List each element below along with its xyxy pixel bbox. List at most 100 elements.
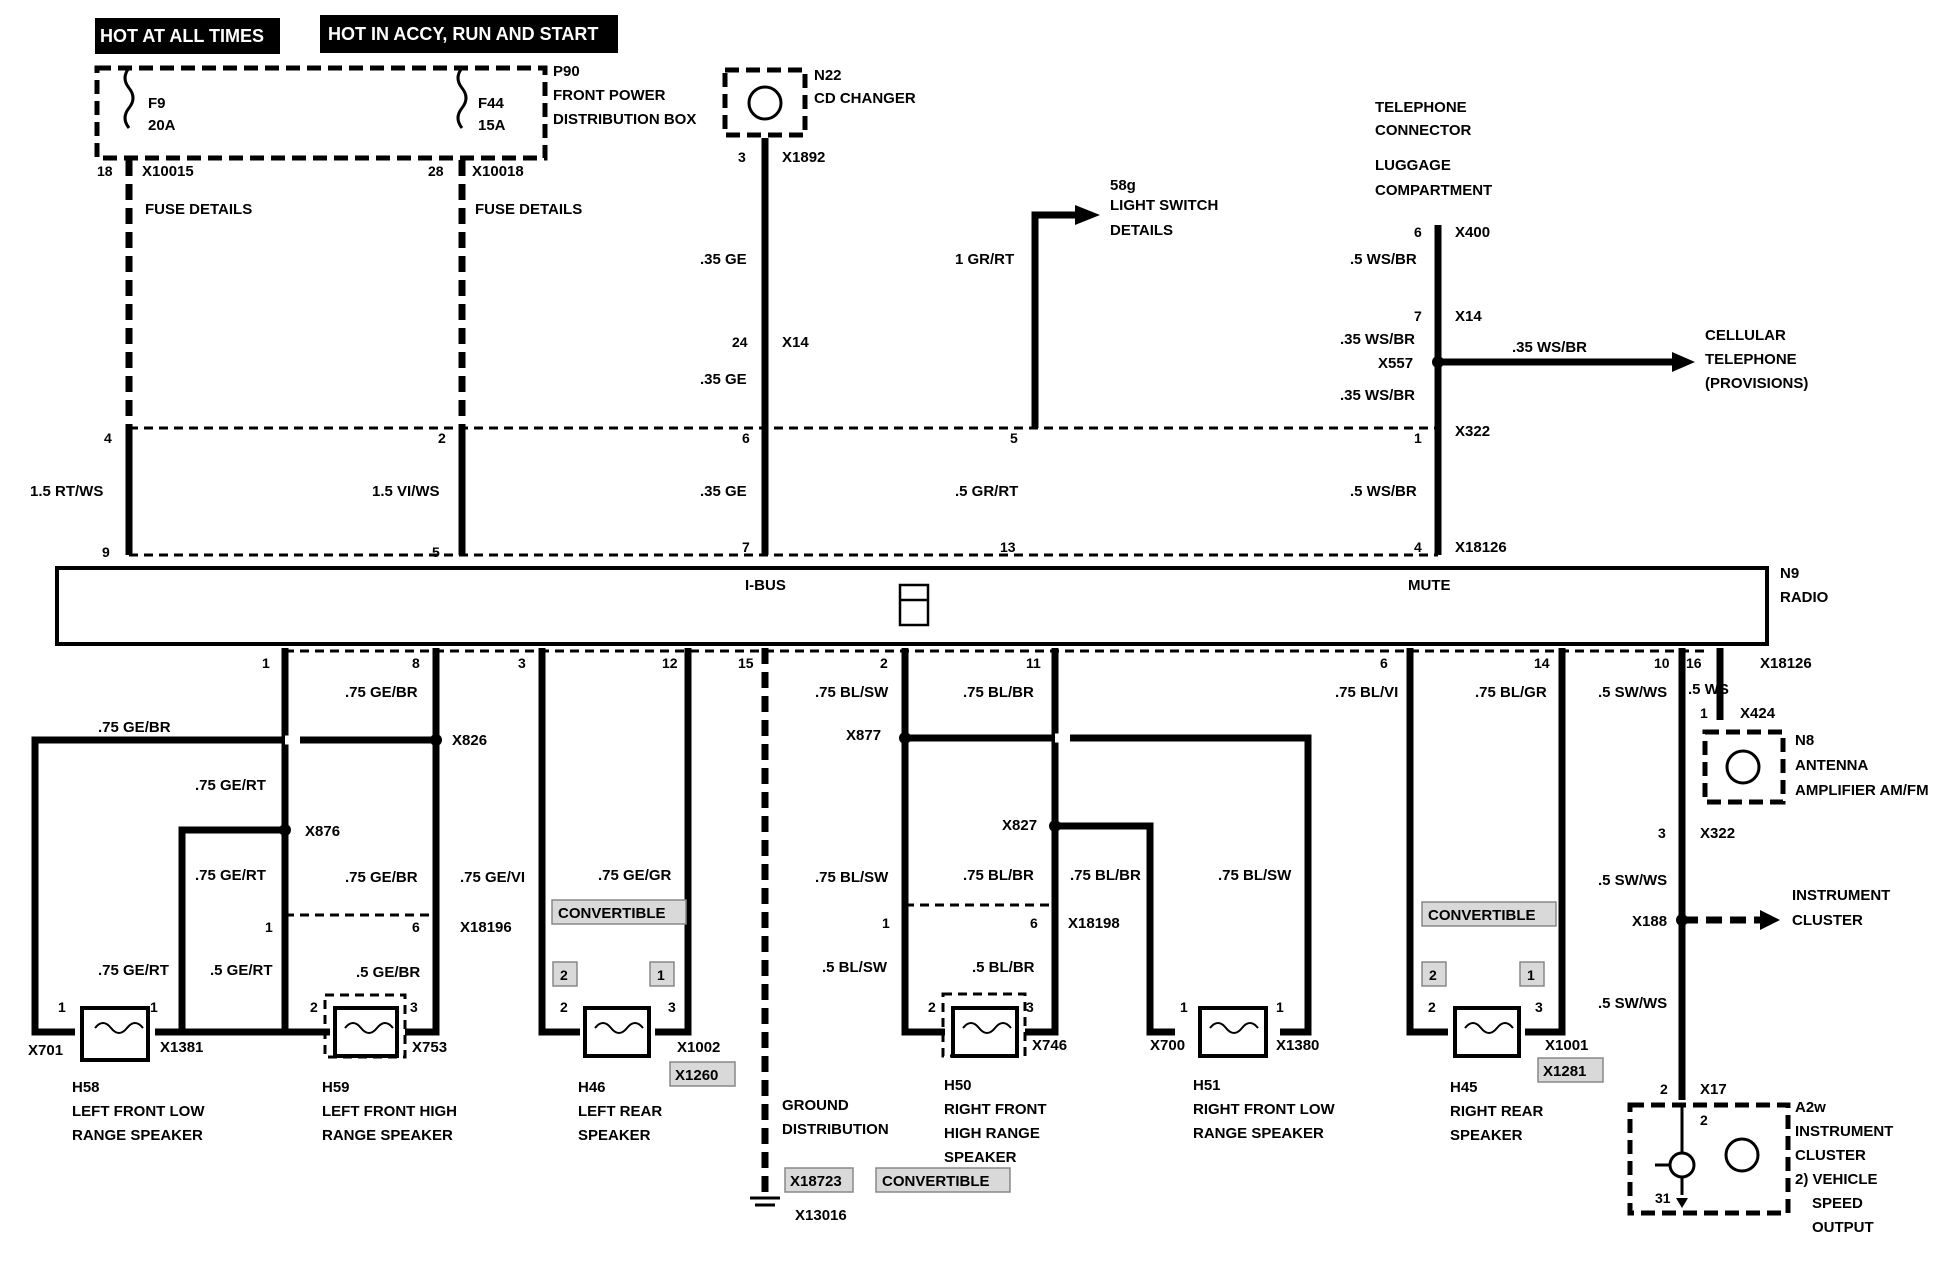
fusebox-id: P90 [553,63,580,80]
feed-wire-1: .5 SW/WS [1598,872,1667,889]
tel-line4: COMPARTMENT [1375,182,1492,199]
h45-id: H45 [1450,1079,1478,1096]
speaker-h51-coil [1209,1022,1259,1034]
h58-line1: LEFT FRONT LOW [72,1103,205,1120]
h50-line1: RIGHT FRONT [944,1101,1047,1118]
wire-light-switch [1031,211,1080,428]
cd-changer-id: N22 [814,67,842,84]
h45-tag-1-text: 1 [1527,967,1535,983]
light-switch-id: 58g [1110,177,1136,194]
wire-label-blgr: .75 BL/GR [1475,684,1547,701]
h45-line2: SPEAKER [1450,1127,1523,1144]
h46-pin-2: 2 [560,999,568,1015]
conn-x322-top: X322 [1455,423,1490,440]
ground-tag-convertible [875,1167,1011,1193]
wire-h46-left [538,648,580,1036]
x322-pin-4: 4 [104,430,112,446]
conn-x424: X424 [1740,705,1776,722]
h46-conn-x1002: X1002 [677,1039,720,1056]
antenna-icon [1725,749,1761,785]
cluster-link-arrow-icon [1760,910,1780,930]
h59-conn-x753: X753 [412,1039,447,1056]
wire-label-cd-ge: .35 GE [700,483,747,500]
ground-conn-x13016: X13016 [795,1207,847,1224]
h58-line2: RANGE SPEAKER [72,1127,203,1144]
radio-pin-8: 8 [412,655,420,671]
wire-h58-gebr [31,736,436,1036]
conn-x10015: X10015 [142,163,194,180]
light-switch-arrow-icon [1075,205,1100,225]
title-hot-at-all-times-text: HOT AT ALL TIMES [100,26,264,46]
h58-conn-x701: X701 [28,1042,63,1059]
h51-line1: RIGHT FRONT LOW [1193,1101,1335,1118]
cd-changer-icon [747,85,783,121]
x18126-pin-5: 5 [432,544,440,560]
speaker-h45-coil [1464,1022,1514,1034]
x18126-pin-13: 13 [1000,539,1016,555]
antenna-pin-1: 1 [1700,705,1708,721]
ground-line2: DISTRIBUTION [782,1121,889,1138]
cluster-line5: OUTPUT [1812,1219,1874,1236]
fuse-details-left: FUSE DETAILS [145,201,252,218]
feed-conn-x322: X322 [1700,825,1735,842]
fuse-f44-icon [456,67,468,129]
h59-id: H59 [322,1079,350,1096]
h50-pin-3: 3 [1026,999,1034,1015]
cluster-line4: SPEED [1812,1195,1863,1212]
h59-pin-3: 3 [410,999,418,1015]
cluster-ground-icon [1676,1198,1688,1208]
radio-pin-11: 11 [1026,655,1041,671]
pin-18: 18 [97,163,113,179]
h45-pin-3: 3 [1535,999,1543,1015]
x18126-pin-4: 4 [1414,539,1422,555]
h46-tag-x1260 [669,1061,736,1087]
wire-label-blbr4: .5 BL/BR [972,959,1035,976]
radio-pin-12: 12 [662,655,678,671]
wire-label-gert2: .75 GE/RT [195,867,266,884]
wire-label-gert3: .75 GE/RT [98,962,169,979]
splice-x876 [279,824,291,836]
cluster-line1: INSTRUMENT [1795,1123,1893,1140]
wire-label-pin1: .75 GE/RT [195,777,266,794]
conn-x17: X17 [1700,1081,1727,1098]
tel-conn-x14: X14 [1455,308,1482,325]
convertible-left: CONVERTIBLE [558,905,666,922]
wire-label-ws: .5 WS [1688,681,1729,698]
h50-conn-x746: X746 [1032,1037,1067,1054]
title-hot-in-accy-text: HOT IN ACCY, RUN AND START [328,24,598,44]
fuse-f44-amp: 15A [478,117,506,134]
antenna-id: N8 [1795,732,1814,749]
x322-pin-6: 6 [742,430,750,446]
cd-changer-name: CD CHANGER [814,90,916,107]
cluster-inner-pin-31: 31 [1655,1190,1671,1206]
fusebox-line2: DISTRIBUTION BOX [553,111,696,128]
convertible-tag-right [1421,901,1557,927]
tel-line1: TELEPHONE [1375,99,1467,116]
speaker-h50-coil [962,1022,1012,1034]
x18198-pin-1: 1 [882,915,890,931]
wire-h58-right [155,1005,289,1036]
h51-id: H51 [1193,1077,1221,1094]
cluster-inner-pin-2: 2 [1700,1112,1708,1128]
radio-pin-3: 3 [518,655,526,671]
wire-label-gebr2: .75 GE/BR [345,869,418,886]
tel-pin-6: 6 [1414,224,1422,240]
h46-line2: SPEAKER [578,1127,651,1144]
ground-line1: GROUND [782,1097,849,1114]
radio-id: N9 [1780,565,1799,582]
wire-label-blsw2: .75 BL/SW [815,869,889,886]
cluster-id: A2w [1795,1099,1826,1116]
feed-cluster-line2: CLUSTER [1792,912,1863,929]
cd-changer-outline [722,67,808,138]
wire-label-h58-gebr: .75 GE/BR [98,719,171,736]
h51-conn-x700: X700 [1150,1037,1185,1054]
tel-pin-7: 7 [1414,308,1422,324]
h58-conn-x1381: X1381 [160,1039,203,1056]
fuse-f9-icon [123,67,135,129]
tel-line2: CONNECTOR [1375,122,1472,139]
h59-pin-2: 2 [310,999,318,1015]
conn-x877: X877 [846,727,881,744]
cluster-line3: 2) VEHICLE [1795,1171,1878,1188]
splice-x826 [430,734,442,746]
h46-tag-1-text: 1 [657,967,665,983]
